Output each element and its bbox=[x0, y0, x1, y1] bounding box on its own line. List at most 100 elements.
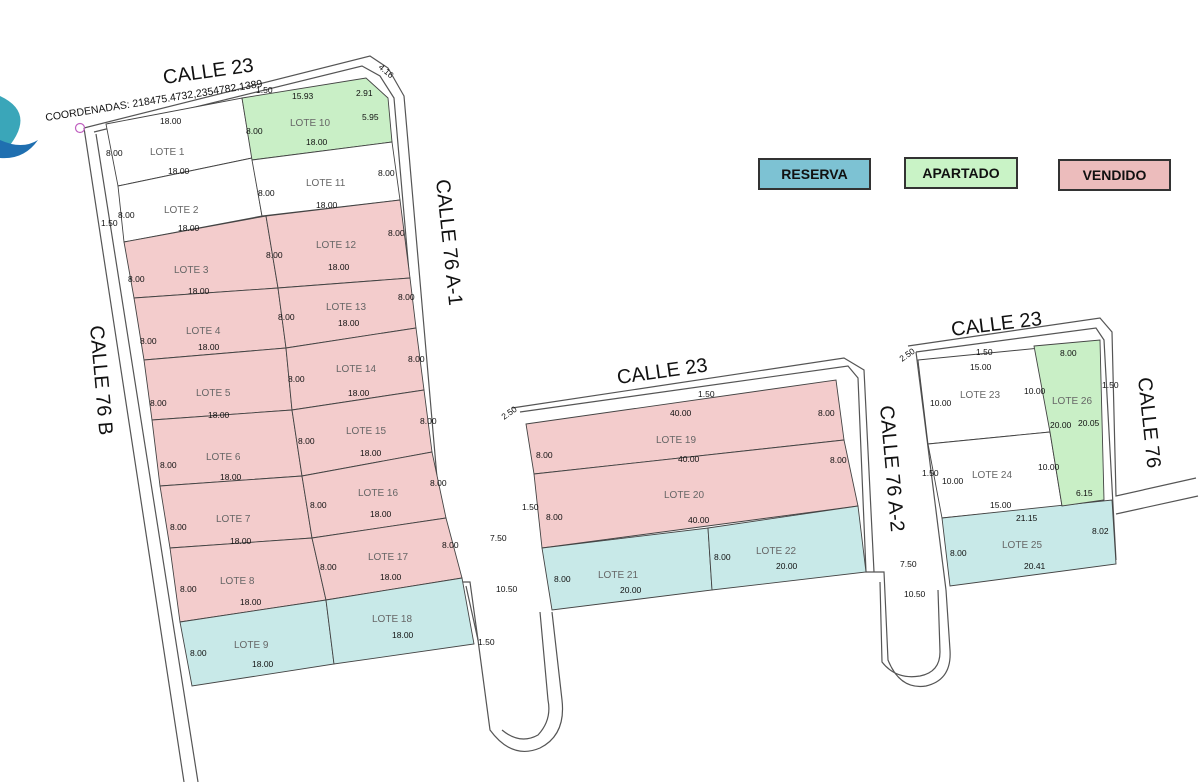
dimension-label: 1.50 bbox=[256, 85, 273, 95]
dimension-label: 8.00 bbox=[546, 512, 563, 522]
lot-label: LOTE 15 bbox=[346, 426, 386, 437]
legend-vendido: VENDIDO bbox=[1058, 159, 1171, 191]
dimension-label: 1.50 bbox=[976, 347, 993, 357]
lot-label: LOTE 25 bbox=[1002, 540, 1042, 551]
lot-label: LOTE 18 bbox=[372, 614, 412, 625]
dimension-label: 8.00 bbox=[442, 540, 459, 550]
dimension-label: 8.00 bbox=[408, 354, 425, 364]
lot-25[interactable] bbox=[941, 499, 1117, 587]
dimension-label: 40.00 bbox=[670, 408, 692, 418]
dimension-label: 8.00 bbox=[554, 574, 571, 584]
dimension-label: 8.00 bbox=[320, 562, 337, 572]
lot-label: LOTE 26 bbox=[1052, 396, 1092, 407]
dimension-label: 8.00 bbox=[258, 188, 275, 198]
street-label-calle76a2: CALLE 76 A-2 bbox=[875, 405, 908, 533]
lot-label: LOTE 3 bbox=[174, 265, 209, 276]
dimension-label: 18.00 bbox=[160, 116, 182, 126]
lot-label: LOTE 6 bbox=[206, 452, 241, 463]
dimension-label: 18.00 bbox=[338, 318, 360, 328]
lot-label: LOTE 24 bbox=[972, 470, 1012, 481]
dimension-label: 20.00 bbox=[1050, 420, 1072, 430]
dimension-label: 8.00 bbox=[170, 522, 187, 532]
dimension-label: 8.00 bbox=[950, 548, 967, 558]
dimension-label: 1.50 bbox=[698, 389, 715, 399]
dimension-label: 18.00 bbox=[208, 410, 230, 420]
dimension-label: 8.00 bbox=[298, 436, 315, 446]
lot-label: LOTE 2 bbox=[164, 205, 199, 216]
dimension-label: 2.91 bbox=[356, 88, 373, 98]
dimension-label: 2.50 bbox=[897, 346, 917, 364]
dimension-label: 40.00 bbox=[678, 454, 700, 464]
lot-label: LOTE 19 bbox=[656, 435, 696, 446]
dimension-label: 8.00 bbox=[128, 274, 145, 284]
dimension-label: 18.00 bbox=[252, 659, 274, 669]
street-label-calle76b: CALLE 76 B bbox=[85, 325, 117, 437]
dimension-label: 18.00 bbox=[220, 472, 242, 482]
street-label-calle76: CALLE 76 bbox=[1133, 376, 1164, 469]
dimension-label: 10.50 bbox=[496, 584, 518, 594]
dimension-label: 20.05 bbox=[1078, 418, 1100, 428]
dimension-label: 8.00 bbox=[388, 228, 405, 238]
lot-label: LOTE 4 bbox=[186, 326, 221, 337]
dimension-label: 15.93 bbox=[292, 91, 314, 101]
dimension-label: 18.00 bbox=[188, 286, 210, 296]
lot-10[interactable] bbox=[241, 77, 393, 161]
dimension-label: 8.00 bbox=[160, 460, 177, 470]
dimension-label: 10.00 bbox=[930, 398, 952, 408]
dimension-label: 18.00 bbox=[178, 223, 200, 233]
lot-label: LOTE 22 bbox=[756, 546, 796, 557]
lot-label: LOTE 7 bbox=[216, 514, 251, 525]
dimension-label: 1.50 bbox=[522, 502, 539, 512]
lot-label: LOTE 8 bbox=[220, 576, 255, 587]
dimension-label: 1.50 bbox=[1102, 380, 1119, 390]
dimension-labels: 18.00 8.00 18.00 1.50 8.00 18.00 8.00 18… bbox=[101, 62, 1119, 669]
dimension-label: 8.00 bbox=[1060, 348, 1077, 358]
dimension-label: 8.00 bbox=[420, 416, 437, 426]
dimension-label: 8.00 bbox=[106, 148, 123, 158]
dimension-label: 7.50 bbox=[490, 533, 507, 543]
dimension-label: 18.00 bbox=[168, 166, 190, 176]
lot-18[interactable] bbox=[325, 577, 475, 665]
lot-label: LOTE 1 bbox=[150, 147, 185, 158]
dimension-label: 21.15 bbox=[1016, 513, 1038, 523]
dimension-label: 18.00 bbox=[348, 388, 370, 398]
dimension-label: 18.00 bbox=[198, 342, 220, 352]
dimension-label: 8.00 bbox=[714, 552, 731, 562]
dimension-label: 8.02 bbox=[1092, 526, 1109, 536]
lot-26[interactable] bbox=[1033, 339, 1105, 507]
dimension-label: 18.00 bbox=[230, 536, 252, 546]
dimension-label: 8.00 bbox=[288, 374, 305, 384]
lot-label: LOTE 13 bbox=[326, 302, 366, 313]
dimension-label: 10.50 bbox=[904, 589, 926, 599]
dimension-label: 8.00 bbox=[150, 398, 167, 408]
dimension-label: 8.00 bbox=[378, 168, 395, 178]
dimension-label: 20.00 bbox=[776, 561, 798, 571]
legend-reserva: RESERVA bbox=[758, 158, 871, 190]
lot-label: LOTE 12 bbox=[316, 240, 356, 251]
dimension-label: 2.50 bbox=[499, 404, 519, 422]
lot-label: LOTE 16 bbox=[358, 488, 398, 499]
lot-label: LOTE 14 bbox=[336, 364, 376, 375]
dimension-label: 8.00 bbox=[278, 312, 295, 322]
dimension-label: 5.95 bbox=[362, 112, 379, 122]
dimension-label: 1.50 bbox=[478, 637, 495, 647]
street-label-calle76a1: CALLE 76 A-1 bbox=[431, 178, 466, 306]
dimension-label: 7.50 bbox=[900, 559, 917, 569]
lot-label: LOTE 10 bbox=[290, 118, 330, 129]
lot-label: LOTE 17 bbox=[368, 552, 408, 563]
lot-labels: LOTE 1 LOTE 2 LOTE 3 LOTE 4 LOTE 5 LOTE … bbox=[150, 118, 1092, 651]
street-lines bbox=[83, 55, 1199, 782]
dimension-label: 18.00 bbox=[370, 509, 392, 519]
dimension-label: 20.41 bbox=[1024, 561, 1046, 571]
dimension-label: 18.00 bbox=[240, 597, 262, 607]
street-label-calle23-c: CALLE 23 bbox=[950, 308, 1043, 341]
lot-label: LOTE 5 bbox=[196, 388, 231, 399]
dimension-label: 8.00 bbox=[430, 478, 447, 488]
dimension-label: 10.00 bbox=[1038, 462, 1060, 472]
lot-22[interactable] bbox=[707, 505, 867, 591]
dimension-label: 18.00 bbox=[360, 448, 382, 458]
dimension-label: 8.00 bbox=[180, 584, 197, 594]
lot-label: LOTE 20 bbox=[664, 490, 704, 501]
